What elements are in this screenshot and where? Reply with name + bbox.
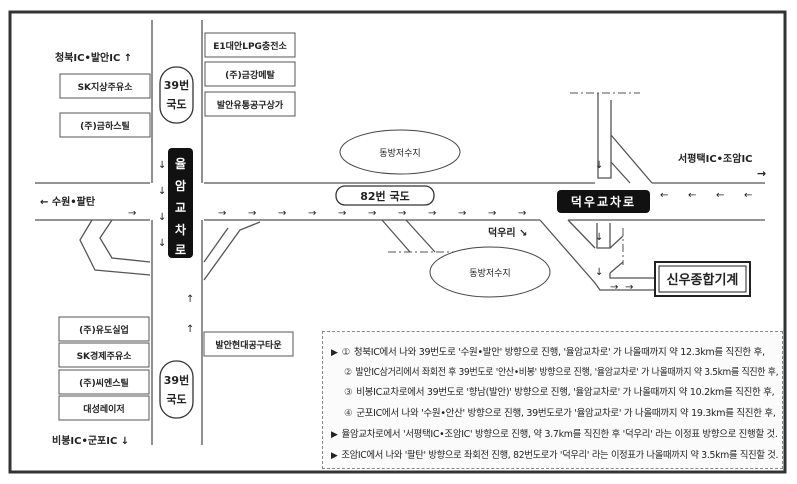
direction-text: 조암IC에서 나와 '팔탄' 방향으로 좌회전 진행, 82번도로가 '덕우리'… xyxy=(341,450,779,461)
svg-text:→: → xyxy=(308,208,316,219)
svg-text:↓: ↓ xyxy=(595,160,603,171)
business-label: 대성레이저 xyxy=(83,403,124,415)
svg-text:→: → xyxy=(518,208,526,219)
yulam-junction-char: 차 xyxy=(175,222,186,237)
svg-text:→: → xyxy=(128,208,136,219)
svg-text:↓: ↓ xyxy=(158,238,166,249)
step-number: ① xyxy=(341,347,351,358)
step-number: ④ xyxy=(344,408,353,419)
route39-label: 39번 xyxy=(164,78,189,92)
destination-box xyxy=(654,261,751,297)
business-label: (주)금강메탈 xyxy=(225,69,275,81)
east-arrow-icon: → xyxy=(757,167,766,180)
svg-text:←: ← xyxy=(716,190,724,201)
south-direction-label: 비봉IC•군포IC ↓ xyxy=(52,434,129,447)
direction-line: ▶조암IC에서 나와 '팔탄' 방향으로 좌회전 진행, 82번도로가 '덕우리… xyxy=(331,447,778,461)
deokwoo-junction-label: 덕우교차로 xyxy=(571,194,636,209)
svg-text:↓: ↓ xyxy=(595,267,603,278)
svg-text:↑: ↑ xyxy=(186,324,194,335)
svg-text:→: → xyxy=(610,282,618,293)
svg-text:←: ← xyxy=(744,190,752,201)
yulam-junction-char: 교 xyxy=(175,201,186,215)
svg-text:→: → xyxy=(278,208,286,219)
business-label: SK경제주유소 xyxy=(77,350,133,362)
svg-text:→: → xyxy=(338,208,346,219)
north-direction-label: 청북IC•발안IC ↑ xyxy=(55,51,132,64)
svg-text:↓: ↓ xyxy=(158,186,166,197)
direction-text: 비봉IC교차로에서 39번도로 '향남(발안)' 방향으로 진행, '율암교차로… xyxy=(356,387,775,398)
traffic-arrows: → → → → → → → → → → → → ← ← ← ← ↓ ↓ ↓ ↓ ↑ ↑ ↓ ↓ ↓ → → xyxy=(128,160,752,335)
boundary-lines xyxy=(388,92,640,265)
business-label: (주)유도실업 xyxy=(79,324,129,336)
business-label: E1대안LPG충전소 xyxy=(213,40,287,52)
svg-text:→: → xyxy=(248,208,256,219)
west-direction-label: ← 수원•팔탄 xyxy=(40,195,96,208)
route39-marker-bottom: 39번 국도 xyxy=(159,360,194,419)
route39-label: 국도 xyxy=(166,393,186,406)
direction-text: 율암교차로에서 '서평택IC•조암IC' 방향으로 진행, 약 3.7km를 직… xyxy=(341,429,778,440)
destination-label: 신우종합기계 xyxy=(667,272,739,288)
direction-line: ▶율암교차로에서 '서평택IC•조암IC' 방향으로 진행, 약 3.7km를 … xyxy=(331,426,778,440)
business-label: 발안유통공구상가 xyxy=(217,99,284,111)
svg-text:→: → xyxy=(218,208,226,219)
svg-text:→: → xyxy=(488,208,496,219)
deokuri-label: 덕우리 ↘ xyxy=(488,226,527,239)
yulam-junction-box xyxy=(168,148,193,258)
svg-text:→: → xyxy=(398,208,406,219)
step-number: ② xyxy=(344,367,352,378)
yulam-junction-char: 율 xyxy=(175,157,186,171)
svg-text:→: → xyxy=(625,282,633,293)
yulam-junction-char: 로 xyxy=(175,243,186,257)
business-label: (주)금하스틸 xyxy=(80,120,130,132)
deokwoo-junction-box xyxy=(557,190,650,213)
svg-text:↓: ↓ xyxy=(158,160,166,171)
svg-text:↓: ↓ xyxy=(158,212,166,223)
business-label: 발안현대공구타운 xyxy=(215,339,281,351)
bullet-icon: ▶ xyxy=(331,430,338,440)
east-direction-label: 서평택IC•조암IC xyxy=(678,152,753,165)
reservoir-label: 동방저수지 xyxy=(469,268,510,279)
direction-text: 군포IC에서 나와 '수원•안산' 방향으로 진행, 39번도로가 '율암교차로… xyxy=(356,408,776,419)
yulam-junction-char: 암 xyxy=(175,179,186,193)
svg-text:↑: ↑ xyxy=(186,294,194,305)
business-label: SK지상주유소 xyxy=(78,81,134,93)
route82-label: 82번 국도 xyxy=(360,189,410,203)
bullet-icon: ▶ xyxy=(331,348,338,358)
route39-marker-top: 39번 국도 xyxy=(159,66,194,124)
step-number: ③ xyxy=(344,387,353,398)
reservoir xyxy=(429,246,551,298)
svg-text:←: ← xyxy=(688,190,696,201)
direction-text: 청북IC에서 나와 39번도로 '수원•발안' 방향으로 진행, '율암교차로'… xyxy=(353,347,765,358)
roads xyxy=(35,20,765,445)
direction-text: 발안IC삼거리에서 좌회전 후 39번도로 '안산•비봉' 방향으로 진행, '… xyxy=(355,367,779,378)
route39-label: 국도 xyxy=(166,98,186,111)
route39-label: 39번 xyxy=(164,373,189,387)
business-label: (주)씨엔스틸 xyxy=(79,377,129,389)
svg-text:↓: ↓ xyxy=(595,232,603,243)
bullet-icon: ▶ xyxy=(331,451,338,461)
business-boxes xyxy=(58,32,296,421)
svg-text:→: → xyxy=(458,208,466,219)
svg-text:←: ← xyxy=(660,190,668,201)
reservoir-label: 동방저수지 xyxy=(379,148,420,159)
svg-text:→: → xyxy=(428,208,436,219)
reservoir xyxy=(339,129,461,175)
svg-text:→: → xyxy=(368,208,376,219)
route82-marker xyxy=(335,185,435,206)
